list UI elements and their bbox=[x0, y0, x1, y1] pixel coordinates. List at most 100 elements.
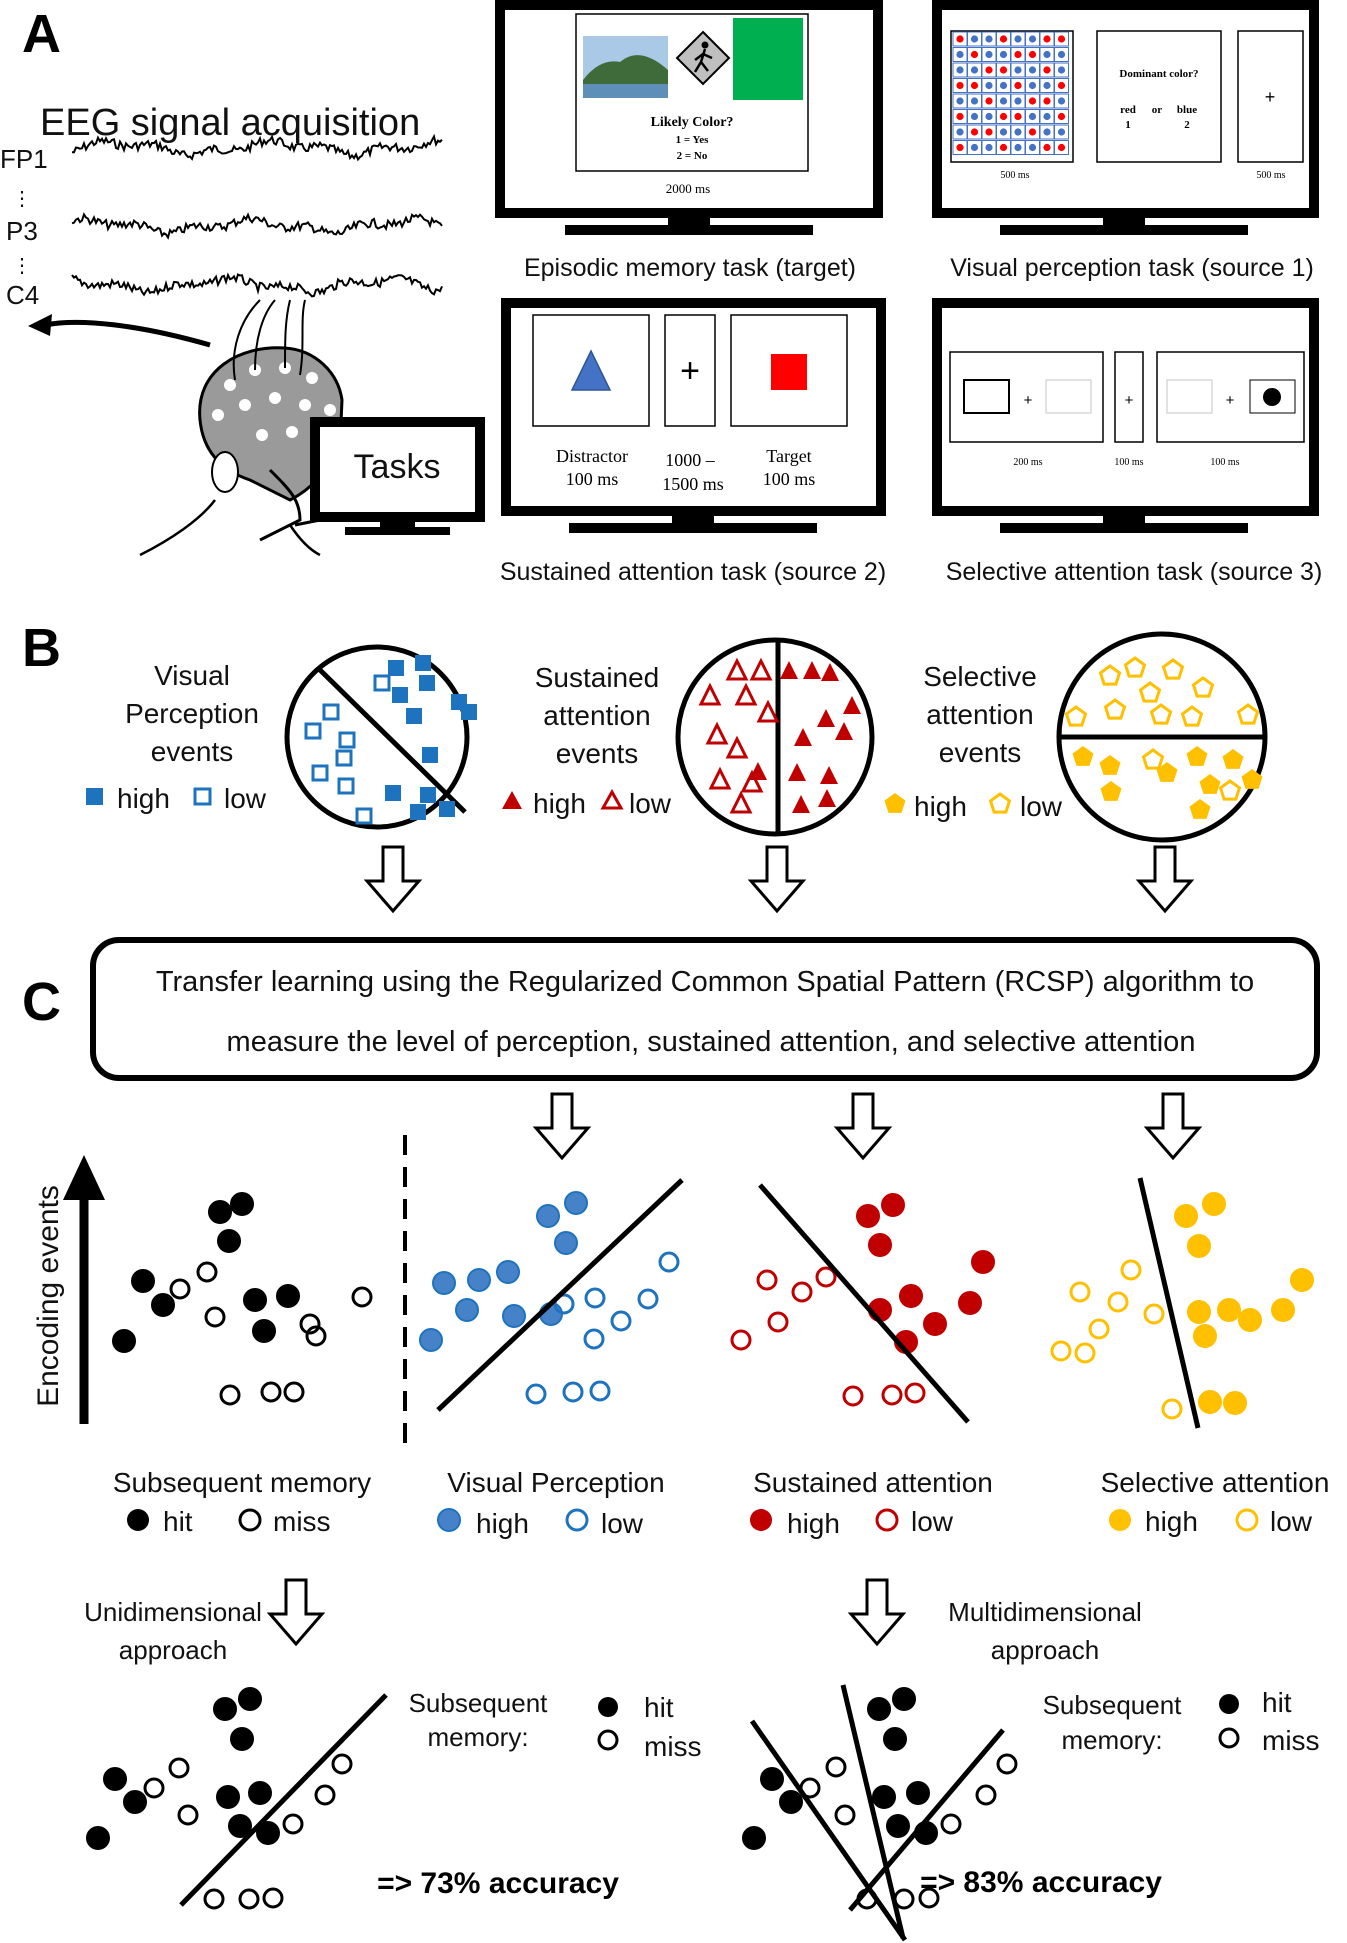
visual-low-square bbox=[373, 674, 391, 692]
distractor-triangle bbox=[570, 349, 612, 391]
selective-low-pentagon bbox=[1123, 656, 1147, 678]
filled-point bbox=[419, 1328, 443, 1352]
grid-dot bbox=[1014, 97, 1022, 105]
grid-dot bbox=[956, 97, 964, 105]
grid-dot bbox=[1057, 81, 1066, 90]
multi-legend-hit: hit bbox=[1262, 1687, 1292, 1718]
grid-dot bbox=[1028, 50, 1037, 59]
grid-dot bbox=[1028, 112, 1037, 121]
grid-cell bbox=[1054, 31, 1069, 47]
hollow-point bbox=[881, 1384, 903, 1406]
filled-point bbox=[971, 1250, 995, 1274]
grid-dot bbox=[1057, 112, 1066, 121]
visual-high-square bbox=[415, 655, 431, 671]
sustained-high-triangle bbox=[820, 766, 838, 784]
selective-low-pentagon bbox=[1180, 705, 1204, 727]
uni-legend-hit: hit bbox=[644, 1692, 674, 1723]
grid-dot bbox=[985, 81, 993, 90]
hollow-point bbox=[168, 1757, 190, 1779]
filled-point bbox=[243, 1288, 267, 1312]
filled-point bbox=[1290, 1268, 1314, 1292]
filled-point bbox=[131, 1269, 155, 1293]
b-selective-line3: events bbox=[939, 737, 1022, 768]
filled-point bbox=[230, 1192, 254, 1216]
grid-dot bbox=[1057, 35, 1066, 43]
hollow-point bbox=[610, 1310, 632, 1332]
c-multi-boundary-3 bbox=[848, 1728, 1005, 1912]
filled-point bbox=[228, 1814, 252, 1838]
arrow-c-visual bbox=[534, 1092, 590, 1160]
selective-low-pentagon bbox=[1141, 748, 1165, 770]
tasks-monitor: Tasks bbox=[310, 417, 485, 535]
grid-dot bbox=[1057, 128, 1066, 136]
visual-low-square bbox=[338, 731, 356, 749]
filled-point bbox=[886, 1814, 910, 1838]
hollow-point bbox=[583, 1328, 605, 1350]
visual-high-square bbox=[388, 660, 404, 676]
grid-dot bbox=[1014, 143, 1022, 152]
selective-high-pentagon bbox=[1186, 746, 1208, 766]
channel-ellipsis-2: ⋮ bbox=[12, 255, 32, 277]
hollow-point bbox=[975, 1784, 997, 1806]
grid-dot bbox=[956, 143, 964, 152]
filled-point bbox=[883, 1727, 907, 1751]
visual-question: Dominant color? bbox=[1119, 68, 1198, 80]
b-selective-high: high bbox=[914, 791, 967, 822]
c-sustained-low: low bbox=[911, 1506, 954, 1537]
hollow-point bbox=[260, 1381, 282, 1403]
filled-point bbox=[496, 1260, 520, 1284]
hollow-point bbox=[1120, 1259, 1142, 1281]
selective-low-pentagon bbox=[1098, 664, 1122, 686]
filled-point bbox=[564, 1191, 588, 1215]
c-uni-boundary bbox=[179, 1693, 388, 1907]
hollow-point bbox=[1161, 1398, 1183, 1420]
visual-high-square bbox=[439, 801, 455, 817]
filled-point bbox=[760, 1767, 784, 1791]
grid-dot bbox=[1043, 81, 1051, 90]
visual-low-square bbox=[337, 777, 355, 795]
visual-choice-red: red bbox=[1120, 104, 1136, 116]
filled-point bbox=[276, 1284, 300, 1308]
grid-dot bbox=[1043, 35, 1051, 43]
filled-point bbox=[1187, 1300, 1211, 1324]
hollow-point bbox=[918, 1887, 940, 1909]
signal-arrow-head bbox=[28, 314, 52, 336]
filled-point bbox=[868, 1233, 892, 1257]
hollow-point bbox=[825, 1756, 847, 1778]
sustained-low-triangle bbox=[725, 657, 749, 681]
filled-point bbox=[217, 1229, 241, 1253]
sustained-low-triangle bbox=[749, 657, 773, 681]
arrow-c-sustained bbox=[835, 1092, 891, 1160]
sustained-caption: Sustained attention task (source 2) bbox=[500, 558, 886, 586]
visual-choice-or: or bbox=[1152, 104, 1163, 116]
sustained-high-triangle bbox=[821, 663, 839, 681]
hollow-point bbox=[351, 1286, 373, 1308]
selective-low-pentagon bbox=[1191, 676, 1215, 698]
grid-dot bbox=[1014, 35, 1022, 43]
visual-timing-1: 500 ms bbox=[1000, 170, 1029, 181]
rcsp-box bbox=[90, 937, 1320, 1081]
b-visual-events bbox=[304, 655, 477, 825]
grid-dot bbox=[999, 50, 1008, 59]
grid-dot bbox=[985, 35, 993, 43]
multi-legend-miss: miss bbox=[1262, 1725, 1320, 1756]
grid-dot bbox=[1057, 50, 1066, 59]
distractor-timing: 100 ms bbox=[566, 469, 619, 489]
filled-point bbox=[238, 1687, 262, 1711]
selective-low-pentagon bbox=[1138, 681, 1162, 703]
filled-point bbox=[432, 1271, 456, 1295]
grid-dot bbox=[970, 35, 979, 43]
sustained-high-triangle bbox=[794, 728, 812, 746]
sustained-low-triangle bbox=[729, 790, 753, 814]
b-selective-line1: Selective bbox=[923, 661, 1037, 692]
b-sustained-low-marker bbox=[600, 788, 624, 810]
selective-low-pentagon bbox=[1103, 698, 1127, 720]
b-sustained-events bbox=[698, 657, 861, 814]
rcsp-line1: Transfer learning using the Regularized … bbox=[156, 966, 1254, 998]
selective-caption: Selective attention task (source 3) bbox=[946, 558, 1323, 586]
hollow-point bbox=[1050, 1340, 1072, 1362]
c-visual-boundary bbox=[436, 1178, 684, 1412]
grid-dot bbox=[1014, 50, 1022, 59]
c-selective-low-marker bbox=[1235, 1508, 1259, 1532]
hollow-point bbox=[238, 1888, 260, 1910]
